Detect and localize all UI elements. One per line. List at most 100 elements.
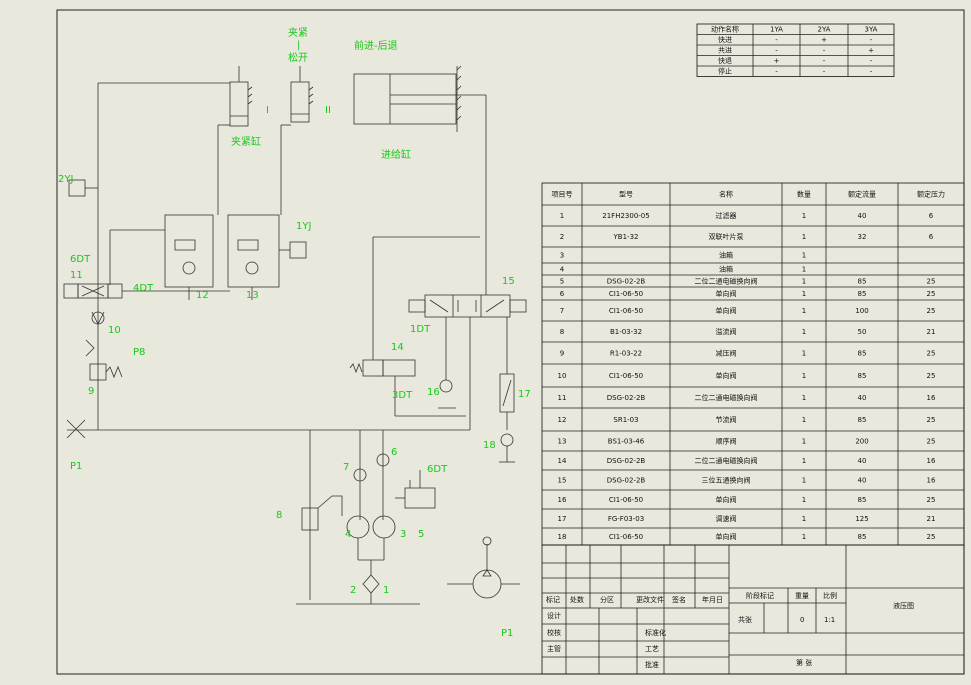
label-n17: 17 xyxy=(518,389,531,400)
parts-table-cell: 5 xyxy=(560,278,564,286)
parts-table-cell: 21FH2300-05 xyxy=(602,212,649,220)
parts-table-cell: 25 xyxy=(927,290,936,298)
parts-table-cell: 单向阀 xyxy=(716,532,737,541)
parts-table-header: 项目号 xyxy=(552,191,573,199)
parts-table-cell: 9 xyxy=(560,350,564,358)
tb-standardize: 标准化 xyxy=(645,628,666,637)
parts-table-cell: 1 xyxy=(560,212,564,220)
parts-table-cell: 1 xyxy=(802,278,806,286)
check-valve-16 xyxy=(439,379,453,393)
parts-table-cell: 1 xyxy=(802,350,806,358)
throttle-valve-12 xyxy=(164,214,214,288)
parts-table-cell: 双联叶片泵 xyxy=(709,232,744,241)
parts-table-cell: 减压阀 xyxy=(716,349,737,358)
label-n18: 18 xyxy=(483,440,496,451)
tb-change-doc: 更改文件 xyxy=(636,595,664,604)
label-4dt: 4DT xyxy=(133,283,154,294)
label-n10: 10 xyxy=(108,325,121,336)
action-table-cell: - xyxy=(775,36,778,44)
parts-table-cell: 12 xyxy=(558,416,567,424)
label-n3: 3 xyxy=(400,529,406,540)
directional-valve-15 xyxy=(424,294,511,318)
label-forward-back: 前进-后退 xyxy=(354,39,398,52)
parts-table-cell: 顺序阀 xyxy=(716,437,737,446)
check-valve-18 xyxy=(500,433,514,447)
tb-sheet-footer: 第 张 xyxy=(796,658,812,667)
action-table-cell: - xyxy=(870,57,873,65)
parts-table-cell: 过滤器 xyxy=(716,211,737,220)
action-table-cell: 停止 xyxy=(718,67,732,76)
check-valve-6 xyxy=(376,453,390,467)
label-1yj: 1YJ xyxy=(296,221,311,232)
parts-table-cell: 25 xyxy=(927,496,936,504)
parts-table-cell: 40 xyxy=(858,212,867,220)
tb-count: 处数 xyxy=(570,595,584,604)
tb-design: 设计 xyxy=(547,611,561,620)
parts-table-cell: 25 xyxy=(927,307,936,315)
tb-signature: 签名 xyxy=(672,595,686,604)
label-n14: 14 xyxy=(391,342,404,353)
parts-table-cell: 32 xyxy=(858,233,867,241)
label-n5: 5 xyxy=(418,529,424,540)
tb-supervisor: 主管 xyxy=(547,644,561,653)
parts-table-cell: FG-F03-03 xyxy=(608,515,644,523)
parts-table-cell: 1 xyxy=(802,515,806,523)
clamp-cylinder-2 xyxy=(290,81,310,123)
parts-table-cell: 13 xyxy=(558,438,567,446)
parts-table-cell: 1 xyxy=(802,328,806,336)
label-n12: 12 xyxy=(196,290,209,301)
parts-table-cell: 6 xyxy=(929,233,934,241)
parts-table-cell: 200 xyxy=(855,438,868,446)
parts-table-cell: 11 xyxy=(558,394,567,402)
parts-table-cell: 1 xyxy=(802,533,806,541)
parts-table-cell: 85 xyxy=(858,290,867,298)
parts-table-header: 额定流量 xyxy=(848,190,876,199)
tb-weight-value: 0 xyxy=(800,616,804,624)
hydraulic-schematic xyxy=(63,65,527,605)
parts-table-cell: 6 xyxy=(560,290,565,298)
parts-table-cell: 85 xyxy=(858,533,867,541)
label-n15: 15 xyxy=(502,276,515,287)
parts-table-cell: CI1-06-50 xyxy=(609,496,643,504)
label-clamp: 夹紧 xyxy=(288,26,308,39)
motor-p1 xyxy=(472,569,502,599)
action-table-cell: 快退 xyxy=(718,56,732,65)
action-table-cell: + xyxy=(774,57,780,65)
parts-table-cell: 40 xyxy=(858,457,867,465)
label-n6: 6 xyxy=(391,447,397,458)
schematic-labels: 夹紧 | 松开 前进-后退 夹紧缸 进给缸 I II 1YJ 2YJ 6DT 6… xyxy=(58,26,531,639)
action-table-cell: - xyxy=(870,68,873,76)
parts-table-cell: 1 xyxy=(802,496,806,504)
parts-table-cell: 1 xyxy=(802,307,806,315)
parts-table-cell: 100 xyxy=(855,307,868,315)
label-3dt: 3DT xyxy=(392,390,413,401)
action-table-cell: 3YA xyxy=(865,26,878,34)
parts-table-cell: 25 xyxy=(927,350,936,358)
parts-table-cell: B1-03-32 xyxy=(610,328,642,336)
parts-table-cell: BS1-03-46 xyxy=(608,438,645,446)
parts-table-cell: 15 xyxy=(558,477,567,485)
parts-table-cell: 85 xyxy=(858,416,867,424)
parts-table-cell: 单向阀 xyxy=(716,495,737,504)
parts-table-cell: 40 xyxy=(858,477,867,485)
parts-table-cell: 油箱 xyxy=(719,251,733,260)
action-table-cell: 2YA xyxy=(818,26,831,34)
tb-stage: 阶段标记 xyxy=(746,591,774,600)
tb-mark: 标记 xyxy=(546,595,560,604)
parts-table-cell: CI1-06-50 xyxy=(609,372,643,380)
parts-table-cell: 85 xyxy=(858,278,867,286)
solenoid-valve-14 xyxy=(362,359,384,377)
parts-table-header: 数量 xyxy=(797,190,811,199)
parts-table-cell: 单向阀 xyxy=(716,371,737,380)
feed-cylinder xyxy=(353,73,457,125)
parts-table-header: 名称 xyxy=(719,190,733,199)
parts-table-cell: 溢流阀 xyxy=(716,327,737,336)
parts-table-cell: 1 xyxy=(802,457,806,465)
parts-table-header: 额定压力 xyxy=(917,190,945,199)
parts-table-cell: 16 xyxy=(927,457,936,465)
label-n11: 11 xyxy=(70,270,83,281)
parts-table-cell: DSG-02-2B xyxy=(607,278,646,286)
parts-table-cell: 14 xyxy=(558,457,567,465)
